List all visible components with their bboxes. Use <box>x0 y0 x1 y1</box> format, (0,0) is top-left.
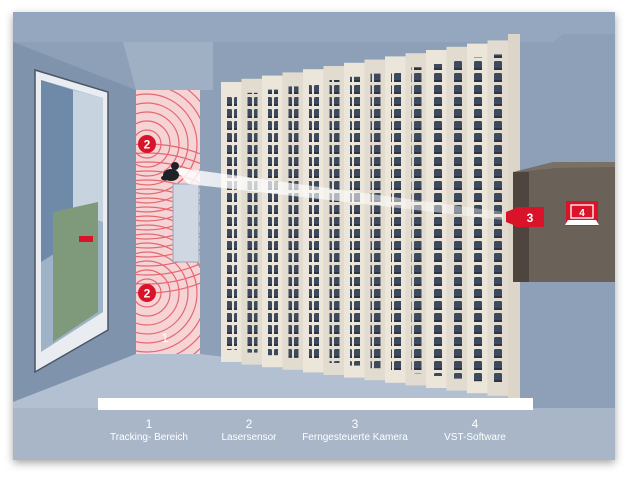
remote-camera: 3 <box>506 207 544 227</box>
sensor-wave <box>136 199 200 222</box>
seat-row <box>370 73 381 369</box>
legend-label: Ferngesteuerte Kamera <box>302 432 408 443</box>
legend-item-software: 4 VST-Software <box>405 417 545 445</box>
seat-row <box>391 70 401 371</box>
camera-field-of-view <box>173 167 503 220</box>
seat-row <box>268 89 278 356</box>
sensor-wave <box>136 224 200 354</box>
legend-item-tracking: 1 Tracking- Bereich <box>79 417 219 445</box>
sensor-wave <box>136 222 200 240</box>
seat-row <box>227 96 237 350</box>
sensor-wave <box>136 278 162 308</box>
seat-row <box>432 64 442 376</box>
sensor-wave <box>136 242 198 344</box>
sensor-wave <box>136 197 200 215</box>
seat-row <box>288 86 299 358</box>
sensor-wave <box>136 232 200 249</box>
front-floor <box>13 354 513 408</box>
back-floor <box>123 42 213 90</box>
legend-number: 1 <box>145 417 153 431</box>
legend-item-camera: 3 Ferngesteuerte Kamera <box>285 417 425 445</box>
laser-sensor-number-top: 2 <box>144 138 151 152</box>
laser-sensor-number-bottom: 2 <box>144 287 151 301</box>
sensor-wave <box>136 90 200 213</box>
laptop-icon: 4 <box>565 201 599 226</box>
seat-row <box>473 57 483 382</box>
legend-background <box>13 398 615 460</box>
sensor-wave <box>136 179 200 194</box>
legend-number: 2 <box>245 417 253 431</box>
laptop-number: 4 <box>579 208 585 219</box>
sensor-wave <box>136 102 189 186</box>
seat-row <box>411 67 422 374</box>
legend-item-laser: 2 Lasersensor <box>179 417 319 445</box>
laser-sensor-marker-top: 2 <box>138 135 156 153</box>
legend-number: 3 <box>351 417 359 431</box>
sensor-wave <box>136 269 171 317</box>
sensor-wave <box>136 90 200 204</box>
seating-area <box>221 34 520 399</box>
seat-row <box>329 80 340 363</box>
sensor-wave <box>136 260 180 326</box>
legend: 1 Tracking- Bereich 2 Lasersensor 3 Fern… <box>13 410 615 460</box>
legend-top-strip <box>98 398 533 410</box>
seat-row <box>350 76 360 366</box>
seat-row <box>309 83 319 361</box>
laser-sensor-marker-bottom: 2 <box>138 284 156 302</box>
sensor-wave <box>136 120 171 168</box>
sensor-wave <box>136 93 198 195</box>
sensor-wave <box>136 188 200 205</box>
sensor-wave <box>136 129 162 159</box>
sensor-wave <box>136 206 200 227</box>
sensor-wave <box>136 170 200 184</box>
speaker-figure <box>161 162 179 181</box>
seat-row <box>247 92 258 353</box>
projection-screen <box>34 68 109 374</box>
top-wall <box>13 12 615 42</box>
sensor-wave <box>136 161 200 174</box>
lecture-hall-diagram: 2 2 1 3 4 1 Tracking- Bereich <box>13 12 615 460</box>
lecture-hall-scene: 2 2 1 3 4 <box>13 12 615 460</box>
sensor-wave <box>136 111 180 177</box>
seat-row <box>452 60 463 379</box>
camera-number: 3 <box>527 211 534 225</box>
sensor-wave <box>136 263 200 276</box>
legend-label: Lasersensor <box>221 432 277 443</box>
sensor-wave <box>136 243 200 258</box>
legend-number: 4 <box>471 417 479 431</box>
video-camera-icon <box>506 208 516 226</box>
sensor-wave <box>136 253 200 267</box>
legend-label: Tracking- Bereich <box>110 432 188 443</box>
sensor-wave <box>136 215 200 354</box>
tracking-zone-number: 1 <box>162 331 169 345</box>
control-desk <box>513 162 615 282</box>
sensor-wave <box>136 210 200 231</box>
legend-label: VST-Software <box>444 432 506 443</box>
tracking-zone <box>136 90 200 354</box>
sensor-wave <box>136 251 189 335</box>
sensor-wave <box>136 233 200 353</box>
